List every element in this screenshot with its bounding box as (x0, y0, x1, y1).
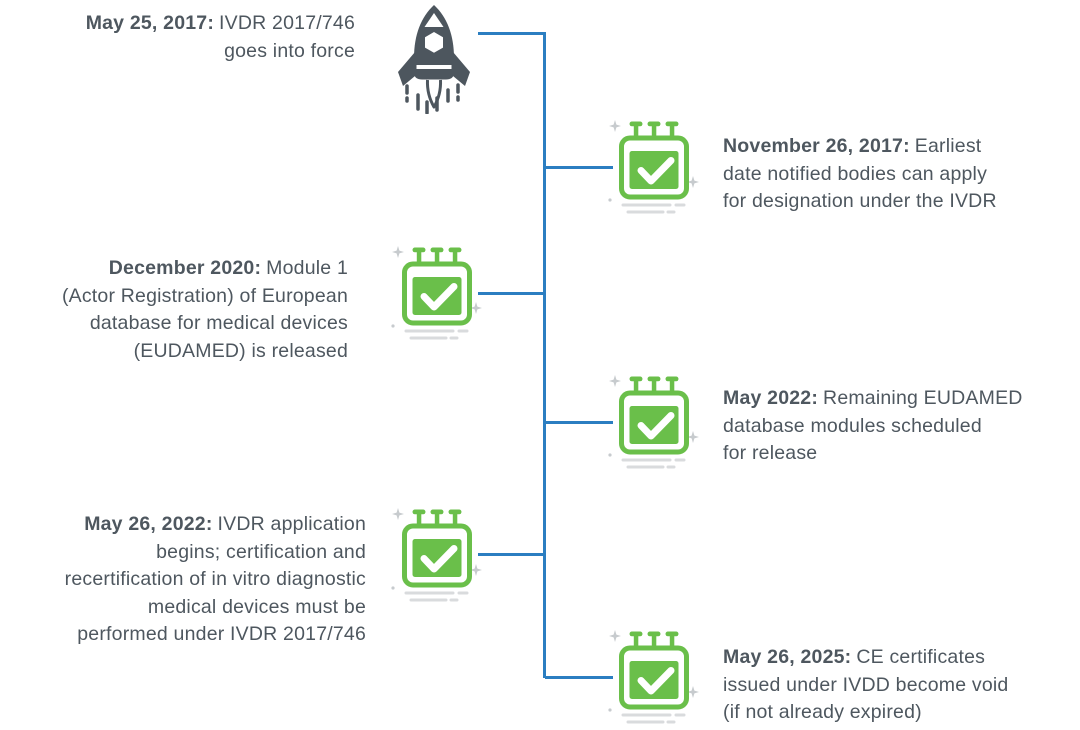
calendar-check-icon (389, 244, 483, 344)
event-date: December 2020: (108, 257, 262, 279)
rocket-icon (390, 2, 478, 114)
event-text: recertification of in vitro diagnostic (64, 568, 366, 590)
event-text: (Actor Registration) of European (61, 284, 348, 307)
event-line: May 26, 2025:CE certificates (723, 644, 1008, 672)
event-text: goes into force (224, 39, 355, 62)
event-line: May 2022:Remaining EUDAMED (723, 385, 1023, 413)
event-dec-2020: December 2020:Module 1 (Actor Registrati… (62, 255, 348, 365)
calendar-check-icon (606, 373, 700, 473)
event-date: May 26, 2022: (84, 513, 213, 535)
event-may-26-2022: May 26, 2022:IVDR application begins; ce… (65, 511, 366, 649)
calendar-check-icon (606, 118, 700, 218)
event-line: May 26, 2022:IVDR application (65, 511, 366, 539)
event-date: November 26, 2017: (723, 135, 910, 157)
event-may-26-2025: May 26, 2025:CE certificates issued unde… (723, 644, 1008, 727)
event-text: Module 1 (266, 257, 348, 279)
event-may-2022: May 2022:Remaining EUDAMED database modu… (723, 385, 1023, 468)
event-text: (EUDAMED) is released (133, 339, 348, 362)
event-text: performed under IVDR 2017/746 (77, 623, 366, 645)
event-line: December 2020:Module 1 (62, 255, 348, 283)
event-may-25-2017: May 25, 2017:IVDR 2017/746 goes into for… (86, 10, 355, 65)
event-date: May 25, 2017: (85, 12, 215, 34)
event-text: Remaining EUDAMED (823, 387, 1023, 409)
connector-nov-2017 (545, 165, 613, 169)
connector-rocket (478, 32, 546, 35)
event-text: IVDR application (217, 513, 366, 535)
event-text: for designation under the IVDR (723, 190, 997, 212)
event-line: May 25, 2017:IVDR 2017/746 (86, 10, 355, 38)
event-date: May 2022: (723, 387, 819, 409)
event-text: begins; certification and (156, 540, 366, 563)
event-text: issued under IVDD become void (723, 673, 1009, 696)
connector-may-26-2025 (545, 675, 613, 679)
event-text: medical devices must be (147, 595, 366, 618)
connector-may-26-2022 (478, 553, 546, 556)
connector-dec-2020 (478, 291, 546, 295)
event-text: database modules scheduled (723, 414, 982, 437)
timeline-spine (543, 32, 546, 678)
event-text: IVDR 2017/746 (219, 12, 355, 34)
calendar-check-icon (389, 506, 483, 606)
calendar-check-icon (606, 628, 700, 728)
event-text: for release (723, 442, 818, 464)
event-text: Earliest (914, 135, 982, 157)
connector-may-2022 (545, 420, 613, 424)
event-text: database for medical devices (89, 312, 348, 334)
event-nov-26-2017: November 26, 2017:Earliest date notified… (723, 133, 997, 216)
event-text: date notified bodies can apply (723, 162, 988, 185)
event-line: November 26, 2017:Earliest (723, 133, 997, 161)
event-text: (if not already expired) (723, 701, 922, 723)
event-date: May 26, 2025: (723, 646, 852, 668)
event-text: CE certificates (856, 646, 986, 668)
